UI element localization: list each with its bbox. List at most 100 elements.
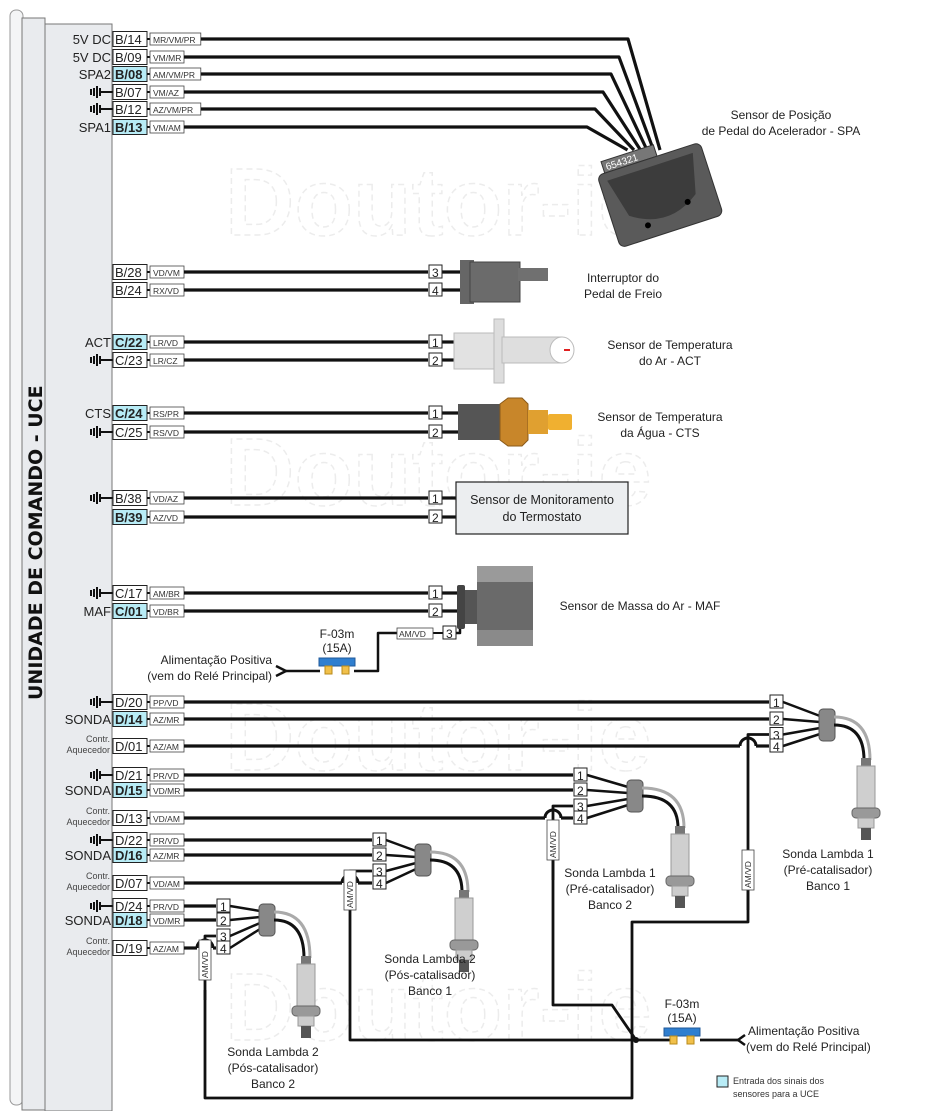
- pin-function-label: CTS: [85, 406, 111, 421]
- pin-id: C/24: [115, 406, 143, 421]
- wire: [229, 904, 261, 913]
- connector-pin-number: 1: [432, 492, 439, 506]
- pin-id: D/14: [115, 712, 143, 727]
- lambda-sensor: [818, 708, 881, 840]
- ground-icon: [90, 587, 113, 599]
- connector-pin-number: 4: [220, 942, 227, 956]
- connector-pin-number: 1: [577, 769, 584, 783]
- supply-arrow-icon: [275, 664, 289, 678]
- wire: [586, 797, 629, 808]
- thermostat-sensor: [455, 481, 629, 535]
- maf-sensor: [457, 566, 533, 646]
- pin-function-label: SONDA: [65, 712, 112, 727]
- wire-color-tag: [396, 627, 434, 640]
- pin-id: D/07: [115, 876, 142, 891]
- wire-color-code: AM/VD: [548, 831, 558, 858]
- connector-pin: 1: [769, 694, 784, 710]
- connector-pin: 2: [428, 603, 443, 619]
- pin-function-label: SONDA: [65, 913, 112, 928]
- connector-pin-number: 2: [432, 354, 439, 368]
- wire-color-code: AM/VD: [399, 629, 426, 639]
- wire-color-code: AM/VD: [200, 951, 210, 978]
- pin-id: B/28: [115, 265, 142, 280]
- wire-color-code: AZ/MR: [153, 851, 179, 861]
- ground-icon: [90, 86, 113, 98]
- component-label: Sonda Lambda 1: [782, 847, 874, 861]
- pin-id: C/23: [115, 353, 142, 368]
- cts-sensor: [458, 397, 572, 447]
- wire-color-code: RS/PR: [153, 409, 179, 419]
- connector-pin: 4: [372, 875, 387, 891]
- pin-function-label: 5V DC: [73, 50, 111, 65]
- ecu-pin-row: D/20 PP/VD: [90, 694, 185, 710]
- pin-id: B/12: [115, 102, 142, 117]
- supply-label: (vem do Relé Principal): [746, 1040, 871, 1054]
- wire-color-code: AM/VD: [345, 881, 355, 908]
- connector-pin-number: 1: [432, 587, 439, 601]
- pin-id: D/24: [115, 899, 142, 914]
- connector-pin: 2: [428, 424, 443, 440]
- ground-icon: [90, 834, 113, 846]
- wire-color-tag: [546, 819, 560, 861]
- supply-arrow-icon: [735, 1033, 746, 1047]
- connector-pin-number: 1: [432, 407, 439, 421]
- wire: [782, 732, 821, 748]
- wire-color-code: AM/VD: [743, 861, 753, 888]
- wire: [229, 915, 261, 922]
- wire-color-code: RS/VD: [153, 428, 179, 438]
- heater-feed-wire: [348, 930, 670, 1042]
- pin-id: B/24: [115, 283, 142, 298]
- wire: [586, 803, 629, 820]
- pin-id: B/39: [115, 510, 142, 525]
- heater-feed-wire: [551, 860, 638, 1041]
- wire-color-code: PR/VD: [153, 902, 179, 912]
- connector-pin-number: 3: [432, 266, 439, 280]
- wire-color-tag: [343, 869, 357, 911]
- connector-pin: 4: [428, 282, 443, 298]
- pin-id: B/09: [115, 50, 142, 65]
- fuse-name: F-03m: [320, 627, 355, 641]
- wire-color-code: PR/VD: [153, 771, 179, 781]
- pin-function-label: Aquecedor: [66, 947, 110, 957]
- wire: [586, 788, 629, 795]
- connector-pin: 1: [372, 832, 387, 848]
- wire-junction: [633, 1037, 639, 1043]
- ground-icon: [90, 354, 113, 366]
- connector-pin-number: 2: [577, 784, 584, 798]
- ground-icon: [90, 492, 113, 504]
- connector-pin: 1: [428, 490, 443, 506]
- component-label: Sensor de Posição: [731, 108, 832, 122]
- component-label: da Água - CTS: [620, 425, 699, 440]
- connector-pin-number: 2: [376, 849, 383, 863]
- pin-id: B/08: [115, 67, 142, 82]
- connector-pin: 4: [769, 738, 784, 754]
- wire: [385, 838, 417, 853]
- supply-label: (vem do Relé Principal): [147, 669, 272, 683]
- lambda-sensor: [258, 903, 321, 1038]
- wire: [354, 631, 397, 673]
- pin-id: D/13: [115, 811, 142, 826]
- wire-color-code: VD/MR: [153, 786, 180, 796]
- pin-id: B/13: [115, 120, 142, 135]
- wire-color-code: PP/VD: [153, 698, 179, 708]
- pin-id: D/20: [115, 695, 142, 710]
- wire-color-code: AM/BR: [153, 589, 180, 599]
- pin-id: B/38: [115, 491, 142, 506]
- component-label: Sensor de Temperatura: [607, 338, 733, 352]
- connector-pin: 1: [573, 767, 588, 783]
- wire-color-code: VD/AM: [153, 879, 180, 889]
- wire-color-tag: [741, 849, 755, 891]
- component-label: Sonda Lambda 2: [227, 1045, 319, 1059]
- component-label: Sonda Lambda 2: [384, 952, 476, 966]
- component-label: Sensor de Temperatura: [597, 410, 723, 424]
- wire: [782, 726, 821, 736]
